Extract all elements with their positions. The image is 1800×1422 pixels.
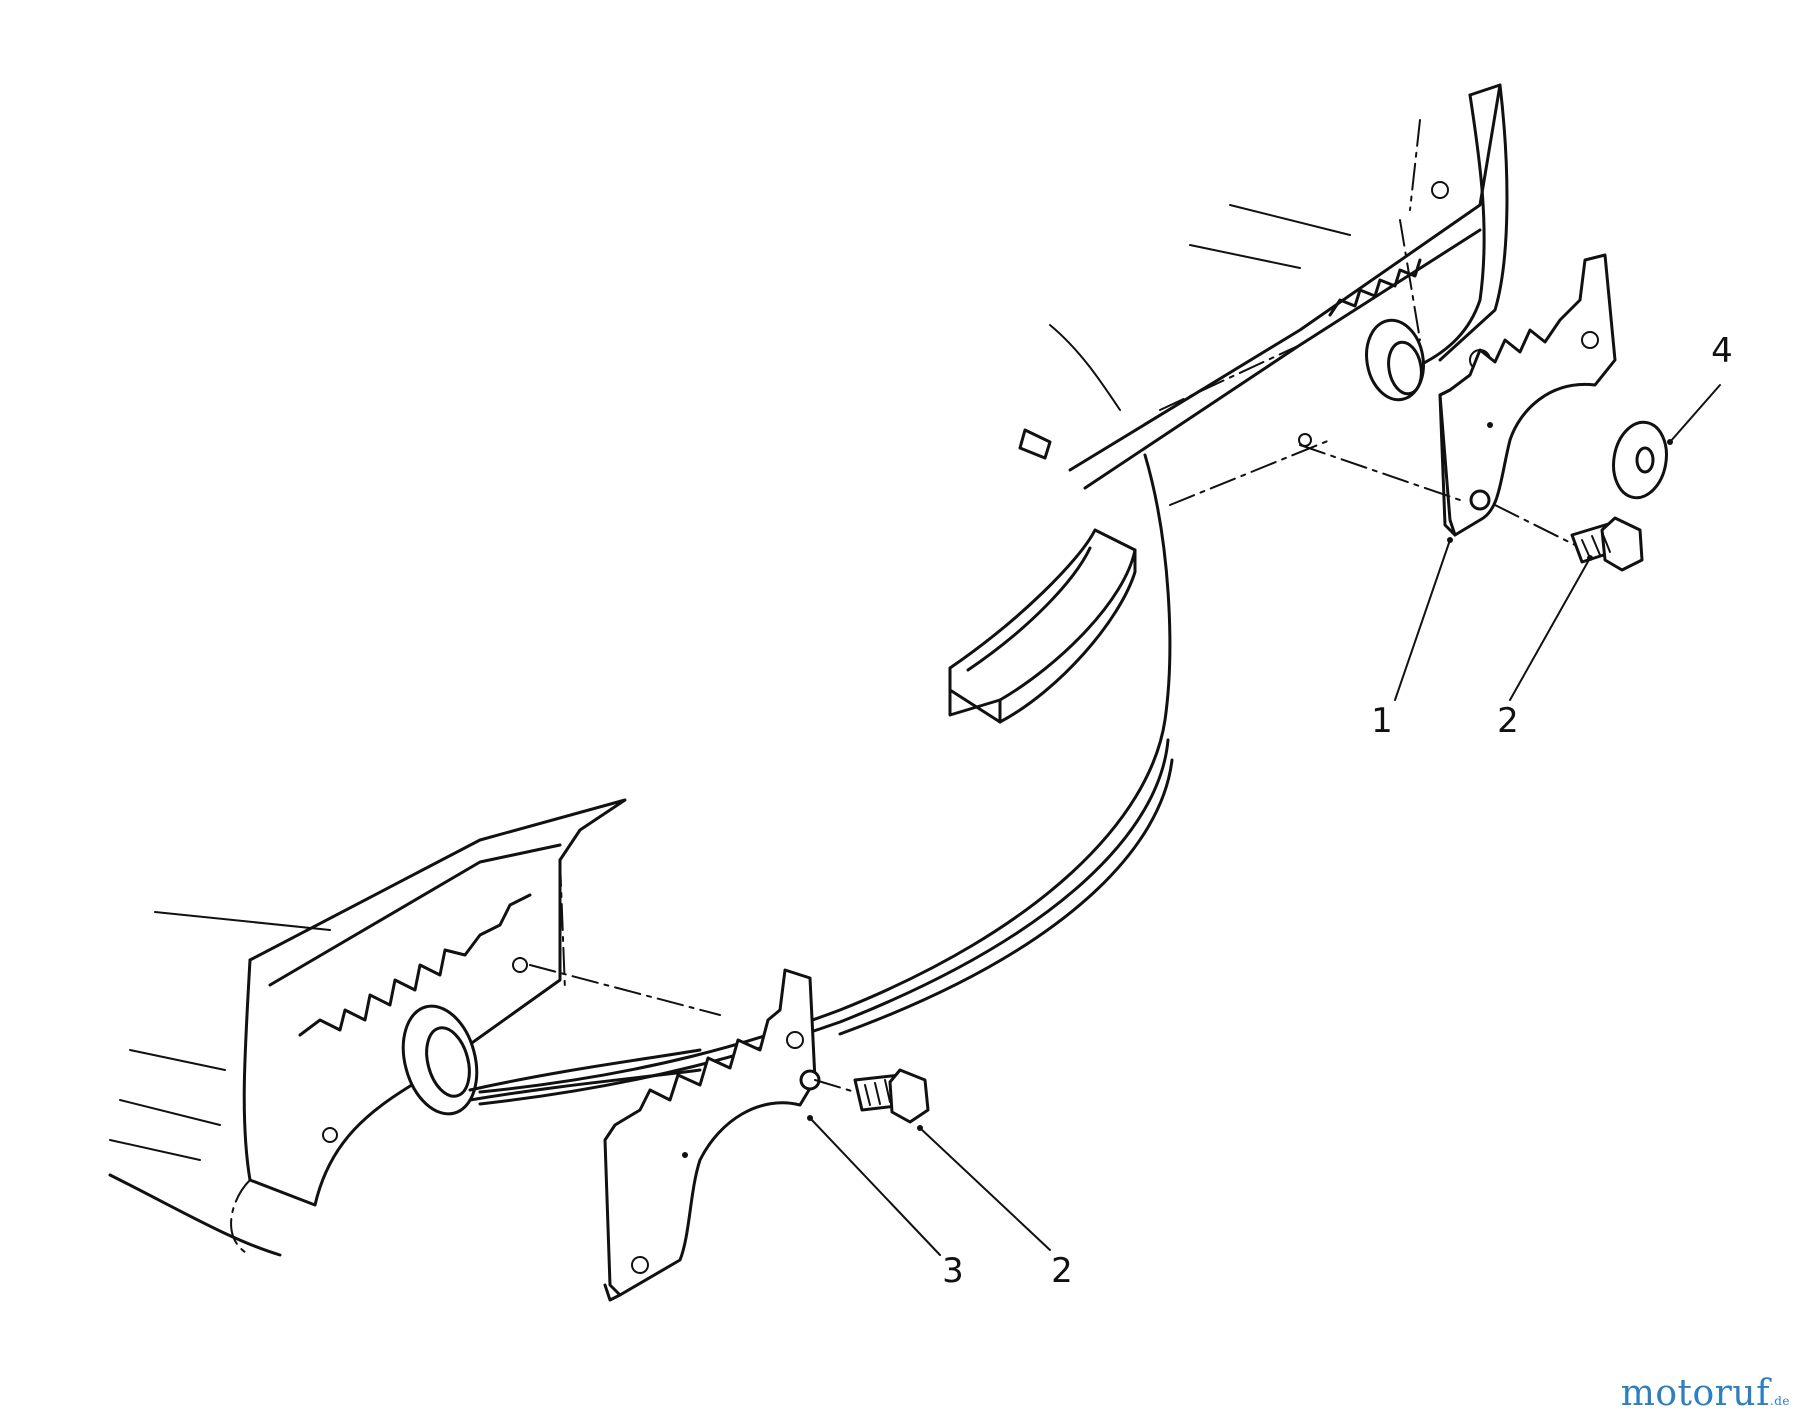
callout-3: 3: [942, 1251, 964, 1291]
callout-leaders: [807, 384, 1721, 1256]
handle-grip: [948, 528, 1137, 724]
callout-1: 1: [1371, 701, 1393, 741]
watermark-logo: motoruf.de: [1621, 1373, 1790, 1414]
part-2-bolt-upper: [1299, 444, 1644, 572]
mower-deck: [108, 204, 1351, 1257]
rear-right-height-bracket: [1018, 83, 1509, 506]
callout-4: 4: [1711, 331, 1733, 371]
watermark-main: motoruf: [1620, 1373, 1770, 1414]
part-2-bolt-lower: [814, 1068, 930, 1124]
part-4-washer: [1612, 420, 1668, 500]
callout-2-upper: 2: [1497, 701, 1519, 741]
front-left-height-bracket: [230, 798, 721, 1256]
part-1-height-plate-right: [1438, 253, 1617, 537]
callout-2-lower: 2: [1051, 1251, 1073, 1291]
watermark-suffix: .de: [1769, 1394, 1790, 1408]
part-3-height-plate-left: [603, 968, 821, 1302]
